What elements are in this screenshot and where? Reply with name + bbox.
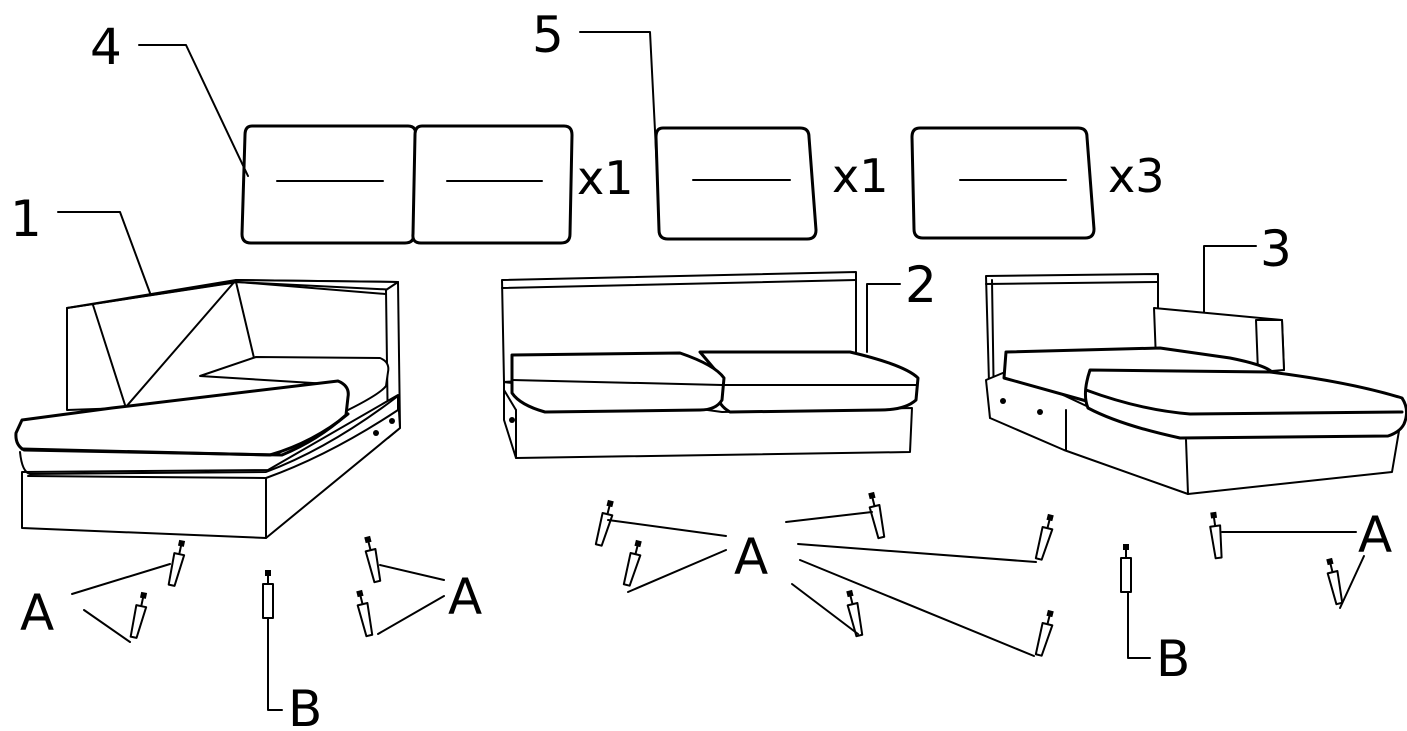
leader-a-mid-6 [799, 559, 1035, 657]
callout-4-leader [138, 44, 249, 177]
label-b-left: B [288, 680, 322, 731]
leg-a-1 [166, 538, 189, 588]
label-a-left: A [20, 584, 54, 642]
leader-a-mid-1 [607, 519, 727, 537]
leader-a-mid-3 [785, 511, 873, 523]
single-back-cushion [910, 126, 1096, 240]
leg-a-2 [128, 590, 151, 640]
part-4-double-back-cushion [240, 124, 574, 245]
callout-3: 3 [1260, 220, 1292, 278]
leg-b-1 [262, 569, 274, 619]
leader-b-right [1127, 591, 1151, 659]
leader-a-left2-1 [379, 564, 445, 581]
leader-a-right-2 [1339, 555, 1365, 609]
leg-a-11 [1207, 510, 1226, 560]
callout-4: 4 [90, 18, 122, 76]
leg-a-5 [593, 498, 617, 548]
leg-a-12 [1323, 556, 1347, 606]
leader-a-mid-5 [791, 583, 859, 635]
leg-a-7 [865, 490, 889, 540]
leg-a-8 [1033, 512, 1057, 562]
leg-b-2 [1120, 543, 1132, 593]
leader-a-left-2 [83, 609, 131, 643]
leader-b-left [267, 617, 283, 711]
leader-a-mid-4 [797, 543, 1037, 563]
callout-3-leader [1203, 245, 1257, 313]
callout-1: 1 [10, 190, 42, 248]
part-2-middle-section [501, 271, 920, 459]
part-1-corner-section [14, 279, 401, 539]
part-5-quantity: x1 [832, 149, 889, 203]
cushion-single-quantity: x3 [1108, 149, 1165, 203]
leg-a-3 [361, 534, 385, 584]
callout-5: 5 [532, 6, 564, 64]
label-b-right: B [1156, 630, 1190, 688]
label-a-left2: A [448, 568, 482, 626]
leader-a-left2-2 [377, 595, 445, 635]
label-a-right: A [1358, 506, 1392, 564]
label-a-middle: A [734, 528, 768, 586]
part-5-back-cushion [654, 126, 818, 241]
leader-a-left-1 [71, 563, 171, 595]
part-3-chaise-section [985, 273, 1407, 495]
leg-a-10 [1033, 608, 1057, 658]
callout-2-leader [866, 283, 901, 353]
callout-1-leader [57, 211, 151, 294]
callout-2: 2 [905, 256, 937, 314]
leg-a-4 [353, 588, 377, 638]
callout-5-leader [579, 31, 658, 171]
leg-a-9 [843, 588, 867, 638]
leg-a-6 [621, 538, 645, 588]
part-4-quantity: x1 [577, 151, 634, 205]
leader-a-mid-2 [627, 549, 727, 593]
